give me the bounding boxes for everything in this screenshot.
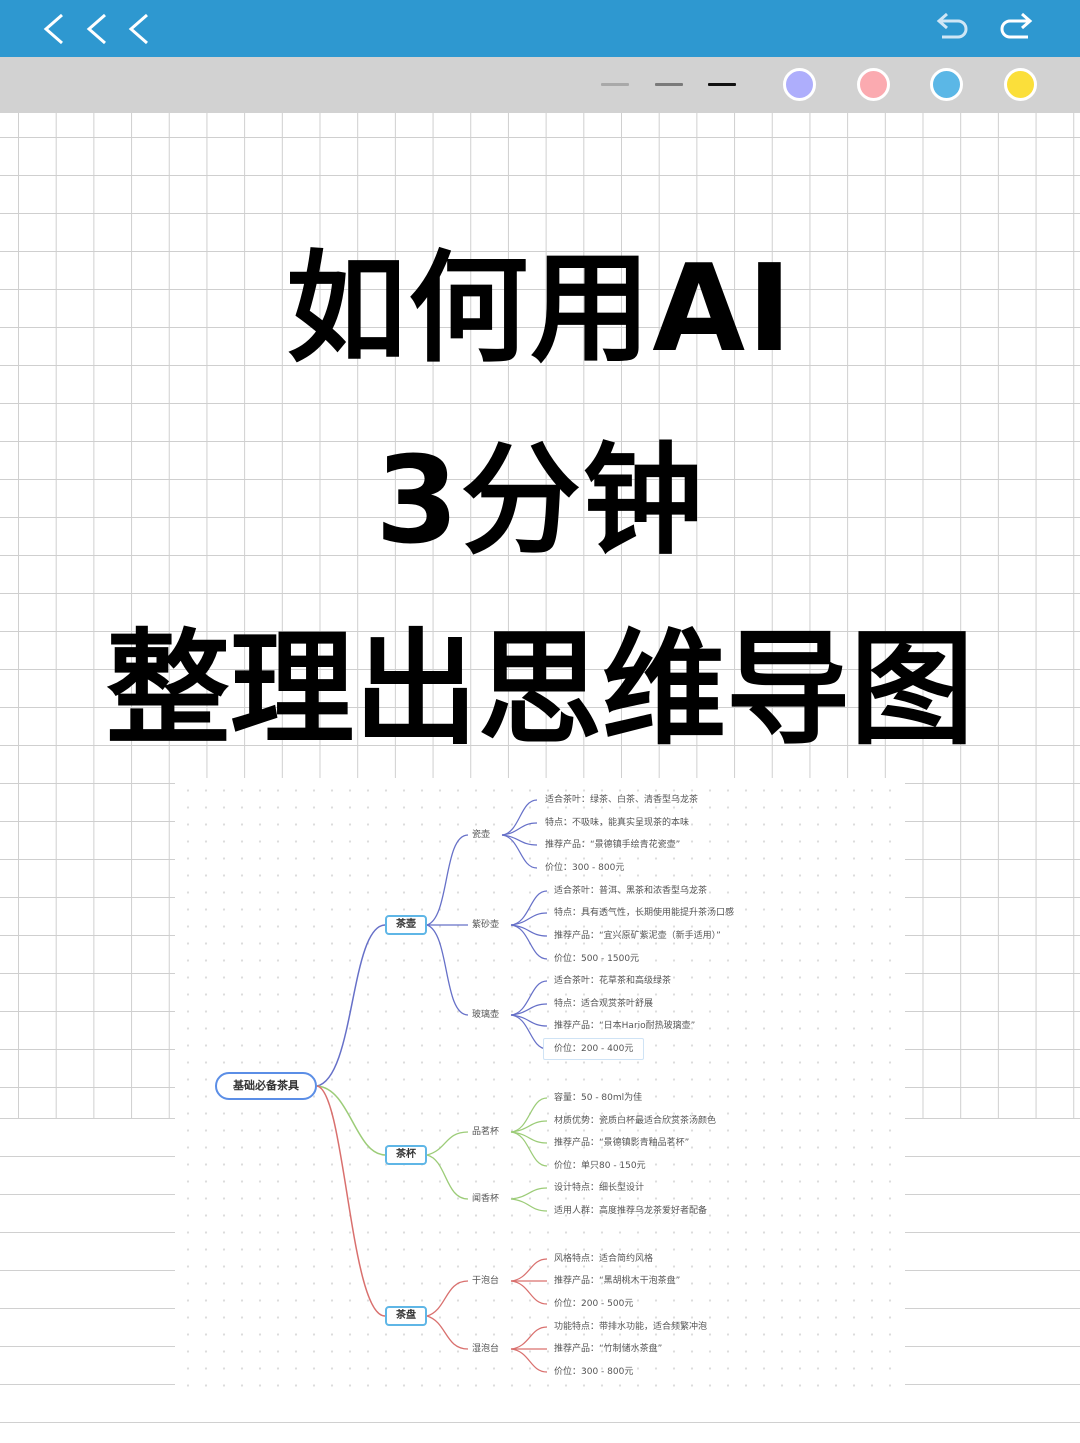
redo-icon — [1000, 12, 1033, 39]
mindmap-leaf: 适合茶叶：花草茶和高级绿茶 — [554, 976, 672, 986]
mindmap-connectors — [316, 799, 548, 1373]
mindmap-node-teacup: 茶杯 — [385, 1145, 427, 1165]
mindmap-leaf: 推荐产品：“黑胡桃木干泡茶盘” — [554, 1276, 681, 1286]
back-button-1[interactable] — [40, 12, 70, 46]
mindmap-node-porcelain-pot: 瓷壶 — [472, 830, 491, 840]
mindmap-leaf: 容量：50 - 80ml为佳 — [554, 1093, 643, 1103]
chevron-left-icon — [43, 13, 63, 45]
mindmap-node-wet-tray: 湿泡台 — [472, 1344, 500, 1354]
mindmap-leaf: 价位：300 - 800元 — [545, 863, 625, 873]
title-line-3: 整理出思维导图 — [105, 618, 974, 762]
mindmap-leaf: 推荐产品：“竹制储水茶盘” — [554, 1344, 663, 1354]
mindmap-leaf: 价位：单只80 - 150元 — [554, 1161, 646, 1171]
mindmap-node-aroma-cup: 闻香杯 — [472, 1194, 500, 1204]
mindmap-leaf: 材质优势：瓷质白杯最适合欣赏茶汤颜色 — [554, 1116, 717, 1126]
undo-button[interactable] — [932, 10, 972, 46]
mindmap-root-node: 基础必备茶具 — [215, 1072, 317, 1100]
color-swatch-yellow[interactable] — [1004, 68, 1037, 101]
color-swatch-pink[interactable] — [857, 68, 890, 101]
mindmap-node-teatray: 茶盘 — [385, 1306, 427, 1326]
top-bar — [0, 0, 1080, 57]
title-line-2: 3分钟 — [375, 432, 705, 571]
color-swatch-blue[interactable] — [930, 68, 963, 101]
color-swatch-purple[interactable] — [783, 68, 816, 101]
drawing-toolbar — [0, 57, 1080, 113]
mindmap-leaf: 风格特点：适合简约风格 — [554, 1254, 654, 1264]
mindmap-leaf-selected: 价位：200 - 400元 — [543, 1038, 645, 1060]
stroke-thin-button[interactable] — [601, 83, 629, 86]
mindmap-image: 基础必备茶具 茶壶 茶杯 茶盘 瓷壶 紫砂壶 玻璃壶 品茗杯 闻香杯 干泡台 湿… — [175, 778, 905, 1388]
mindmap-leaf: 适合茶叶：绿茶、白茶、清香型乌龙茶 — [545, 795, 699, 805]
mindmap-node-zisha-pot: 紫砂壶 — [472, 920, 500, 930]
mindmap-node-tasting-cup: 品茗杯 — [472, 1127, 500, 1137]
mindmap-leaf: 功能特点：带排水功能，适合频繁冲泡 — [554, 1322, 708, 1332]
redo-button[interactable] — [996, 10, 1036, 46]
mindmap-node-teapot: 茶壶 — [385, 915, 427, 935]
mindmap-node-glass-pot: 玻璃壶 — [472, 1010, 500, 1020]
mindmap-leaf: 推荐产品：“景德镇手绘青花瓷壶” — [545, 840, 681, 850]
mindmap-leaf: 价位：200 - 500元 — [554, 1299, 634, 1309]
mindmap-leaf: 价位：500 - 1500元 — [554, 954, 640, 964]
mindmap-leaf: 价位：300 - 800元 — [554, 1367, 634, 1377]
stroke-medium-button[interactable] — [655, 83, 683, 86]
mindmap-leaf: 推荐产品：“宜兴原矿紫泥壶（新手适用）” — [554, 931, 721, 941]
mindmap-leaf: 设计特点：细长型设计 — [554, 1183, 645, 1193]
chevron-left-icon — [86, 13, 106, 45]
title-line-1: 如何用AI — [286, 240, 794, 379]
mindmap-node-dry-tray: 干泡台 — [472, 1276, 500, 1286]
mindmap-leaf: 适合茶叶：普洱、黑茶和浓香型乌龙茶 — [554, 886, 708, 896]
back-button-3[interactable] — [125, 12, 155, 46]
chevron-left-icon — [128, 13, 148, 45]
undo-icon — [936, 12, 968, 39]
mindmap-leaf: 特点：适合观赏茶叶舒展 — [554, 999, 654, 1009]
back-button-2[interactable] — [83, 12, 113, 46]
mindmap-leaf: 适用人群：高度推荐乌龙茶爱好者配备 — [554, 1206, 708, 1216]
mindmap-leaf: 推荐产品：“日本Hario耐热玻璃壶” — [554, 1021, 696, 1031]
mindmap-leaf: 特点：不吸味，能真实呈现茶的本味 — [545, 818, 690, 828]
mindmap-leaf: 推荐产品：“景德镇影青釉品茗杯” — [554, 1138, 690, 1148]
stroke-thick-button[interactable] — [708, 83, 736, 86]
mindmap-leaf: 特点：具有透气性，长期使用能提升茶汤口感 — [554, 908, 735, 918]
